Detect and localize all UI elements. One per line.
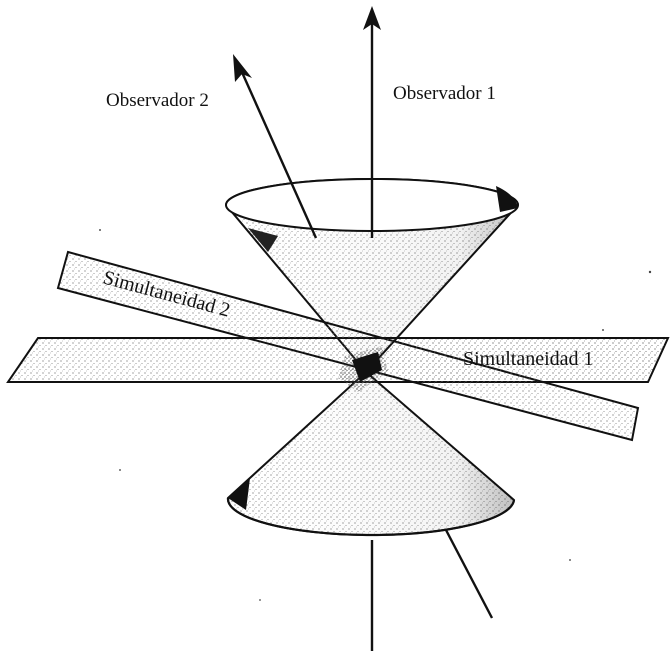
observer-1-worldline	[363, 6, 381, 651]
simultaneity-plane-2	[56, 250, 668, 442]
observer-2-worldline	[233, 54, 494, 619]
future-light-cone	[224, 178, 520, 374]
past-light-cone	[226, 370, 516, 537]
observer-2-label: Observador 2	[106, 90, 209, 111]
simultaneity-1-label: Simultaneidad 1	[463, 348, 594, 370]
scan-specks	[99, 229, 652, 601]
observer-1-label: Observador 1	[393, 83, 496, 104]
event-origin	[338, 346, 388, 392]
